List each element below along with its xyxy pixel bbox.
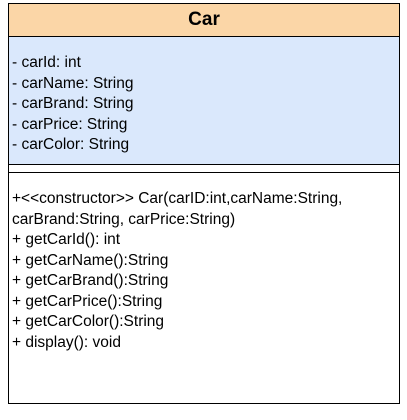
compartment-separator <box>9 164 399 173</box>
uml-class-box: Car - carId: int - carName: String - car… <box>8 3 400 404</box>
attribute-car-color: - carColor: String <box>12 136 130 153</box>
attribute-car-name: - carName: String <box>12 74 134 92</box>
class-header: Car <box>9 4 399 37</box>
class-name: Car <box>188 9 220 30</box>
method-get-car-price: + getCarPrice():String <box>12 292 163 310</box>
method-get-car-color: + getCarColor():String <box>12 313 165 330</box>
method-get-car-id: + getCarId(): int <box>12 231 121 248</box>
attribute-car-price: - carPrice: String <box>12 115 128 133</box>
attributes-compartment: - carId: int - carName: String - carBran… <box>9 37 399 164</box>
attribute-car-brand: - carBrand: String <box>12 95 134 112</box>
methods-compartment: +<<constructor>> Car(carID:int,carName:S… <box>9 173 399 353</box>
method-get-car-brand: + getCarBrand():String <box>12 272 169 289</box>
method-constructor: +<<constructor>> Car(carID:int,carName:S… <box>12 190 343 228</box>
method-display: + display(): void <box>12 333 121 351</box>
attribute-car-id: - carId: int <box>12 54 81 71</box>
method-get-car-name: + getCarName():String <box>12 251 169 269</box>
